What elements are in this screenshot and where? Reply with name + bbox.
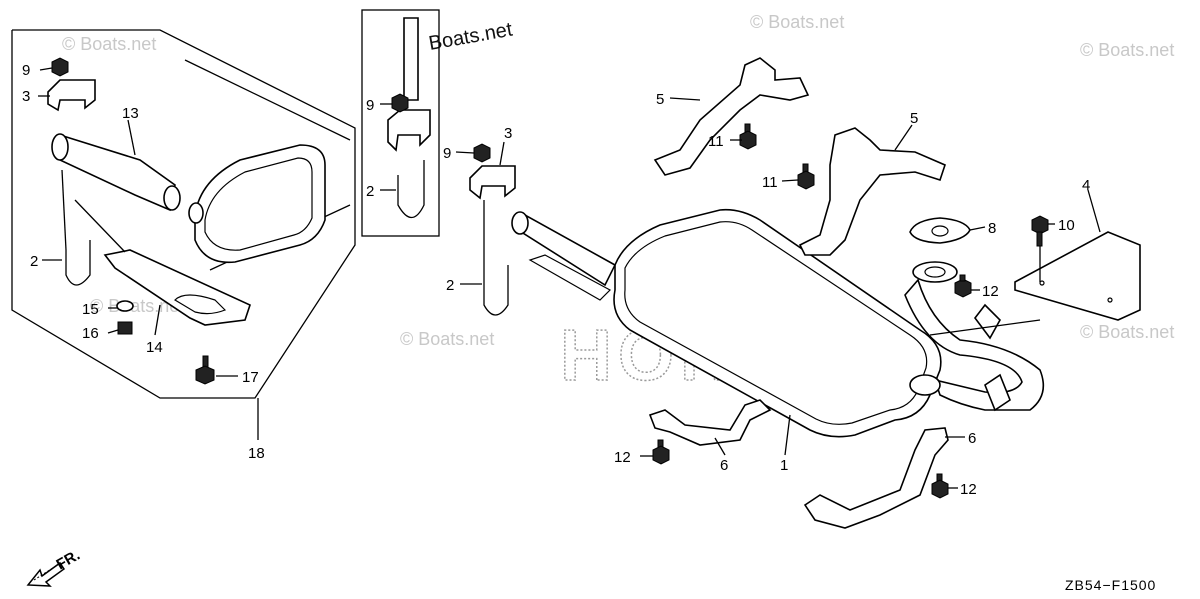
callout-9c: 9 [443,145,451,162]
callout-12b: 12 [614,449,631,466]
watermark-left: © Boats.net [90,296,184,316]
bolt-11b [797,163,815,190]
u-bolt-2c [483,200,509,316]
callout-10: 10 [1058,217,1075,234]
bolt-12c [931,473,949,499]
muffler-1 [511,208,942,438]
callout-2a: 2 [30,253,38,270]
heat-shield-4 [1014,231,1141,321]
bracket-6b [803,427,949,529]
callout-8: 8 [988,220,996,237]
callout-3a: 3 [22,88,30,105]
callout-12c: 12 [960,481,977,498]
callout-2b: 2 [366,183,374,200]
nut-9c [473,143,491,163]
bracket-5b [798,127,946,256]
bracket-14 [74,199,251,326]
callout-6a: 6 [720,457,728,474]
exhaust-pipe [904,261,1045,412]
bolt-12a [954,274,972,298]
bolt-11a [739,123,757,150]
callout-14: 14 [146,339,163,356]
callout-11a: 11 [708,133,724,150]
callout-16: 16 [82,325,99,342]
diagram-code: ZB54−F1500 [1065,577,1156,593]
callout-18: 18 [248,445,265,462]
callout-15: 15 [82,301,99,318]
inset-box-middle [361,9,440,237]
bolt-16 [117,321,133,335]
callout-6b: 6 [968,430,976,447]
bolt-10 [1031,215,1049,282]
callout-9b: 9 [366,97,374,114]
callout-11b: 11 [762,174,778,191]
leader-lines [38,67,1101,489]
callout-4: 4 [1082,177,1090,194]
inset-muffler [188,144,326,264]
watermark-mid: © Boats.net [400,329,494,349]
watermark-top-mid: © Boats.net [750,12,844,32]
callout-9a: 9 [22,62,30,79]
clamp-3a [47,79,96,112]
watermark-top-right: © Boats.net [1080,40,1174,60]
front-arrow-icon [26,561,66,587]
bracket-6a [648,399,772,446]
watermark-main: Boats.net [427,19,514,55]
bolt-17 [195,355,215,385]
washer-15 [116,300,134,312]
bracket-5a [653,57,810,176]
tail-pipe-13 [51,133,181,212]
watermark-top-left: © Boats.net [62,34,156,54]
callout-3b: 3 [504,125,512,142]
callout-13: 13 [122,105,139,122]
callout-5b: 5 [910,110,918,127]
nut-9a [51,57,69,77]
clamp-3b [469,165,516,200]
u-bolt-2a [61,169,91,286]
callout-2c: 2 [446,277,454,294]
gasket-8 [909,217,971,244]
bolt-12b [652,439,670,465]
callout-5a: 5 [656,91,664,108]
watermark-right: © Boats.net [1080,322,1174,342]
callout-1: 1 [780,457,788,474]
callout-12a: 12 [982,283,999,300]
callout-17: 17 [242,369,259,386]
